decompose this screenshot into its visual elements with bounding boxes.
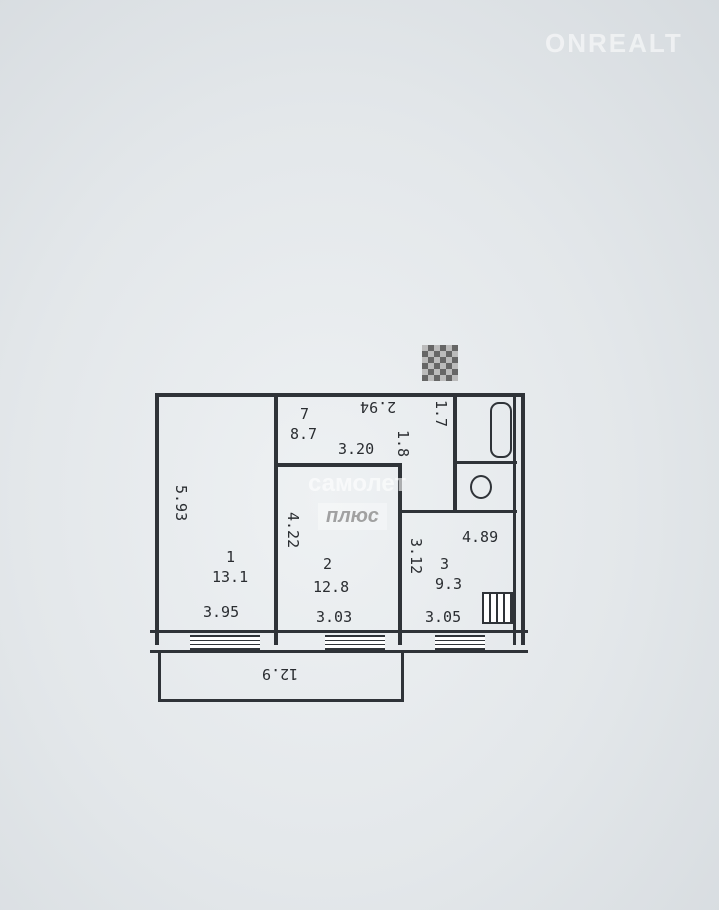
wall-left — [155, 393, 159, 645]
room3-width: 3.05 — [425, 608, 462, 626]
corridor-dim2: 2.94 — [360, 398, 397, 416]
balcony — [158, 653, 404, 702]
window-room1 — [190, 635, 260, 651]
room3-length: 3.12 — [407, 538, 425, 575]
room2-number: 2 — [323, 555, 333, 573]
balcony-length: 12.9 — [262, 665, 299, 683]
room1-length: 5.93 — [172, 485, 190, 522]
window-room2 — [325, 635, 385, 651]
wall-inner-right — [513, 397, 516, 645]
wall-room1-room2 — [274, 395, 278, 645]
floor-plan-paper — [0, 8, 719, 910]
onrealt-watermark: ONREALT — [545, 28, 683, 58]
room2-length: 4.22 — [284, 512, 302, 549]
corridor-dim3: 1.8 — [394, 430, 412, 458]
wall-bottom-outer — [150, 650, 528, 653]
bathroom-dim: 1.7 — [432, 400, 450, 428]
corridor-dim1: 3.20 — [338, 440, 375, 458]
room2-area: 12.8 — [313, 578, 350, 596]
corridor-area: 8.7 — [290, 425, 318, 443]
corridor-number: 7 — [300, 405, 310, 423]
room2-width: 3.03 — [316, 608, 353, 626]
censored-mark — [422, 345, 458, 381]
wall-right — [521, 393, 525, 645]
room3-area: 9.3 — [435, 575, 463, 593]
room1-width: 3.95 — [203, 603, 240, 621]
stove-icon — [482, 592, 514, 624]
toilet-icon — [470, 475, 492, 499]
window-room3 — [435, 635, 485, 651]
plus-watermark: плюс — [318, 503, 387, 530]
samolet-watermark: самолет — [308, 470, 407, 497]
wc-dim: 4.89 — [462, 528, 499, 546]
room1-number: 1 — [226, 548, 236, 566]
wall-bath-wc — [457, 461, 517, 464]
wall-bathroom — [453, 397, 457, 510]
wall-bottom — [150, 630, 528, 633]
wall-room2-top — [278, 463, 400, 467]
bathtub-icon — [490, 402, 512, 458]
wall-room2-room3 — [398, 463, 402, 645]
room3-number: 3 — [440, 555, 450, 573]
wall-top — [155, 393, 525, 397]
wall-room3-top — [402, 510, 517, 513]
room1-area: 13.1 — [212, 568, 249, 586]
